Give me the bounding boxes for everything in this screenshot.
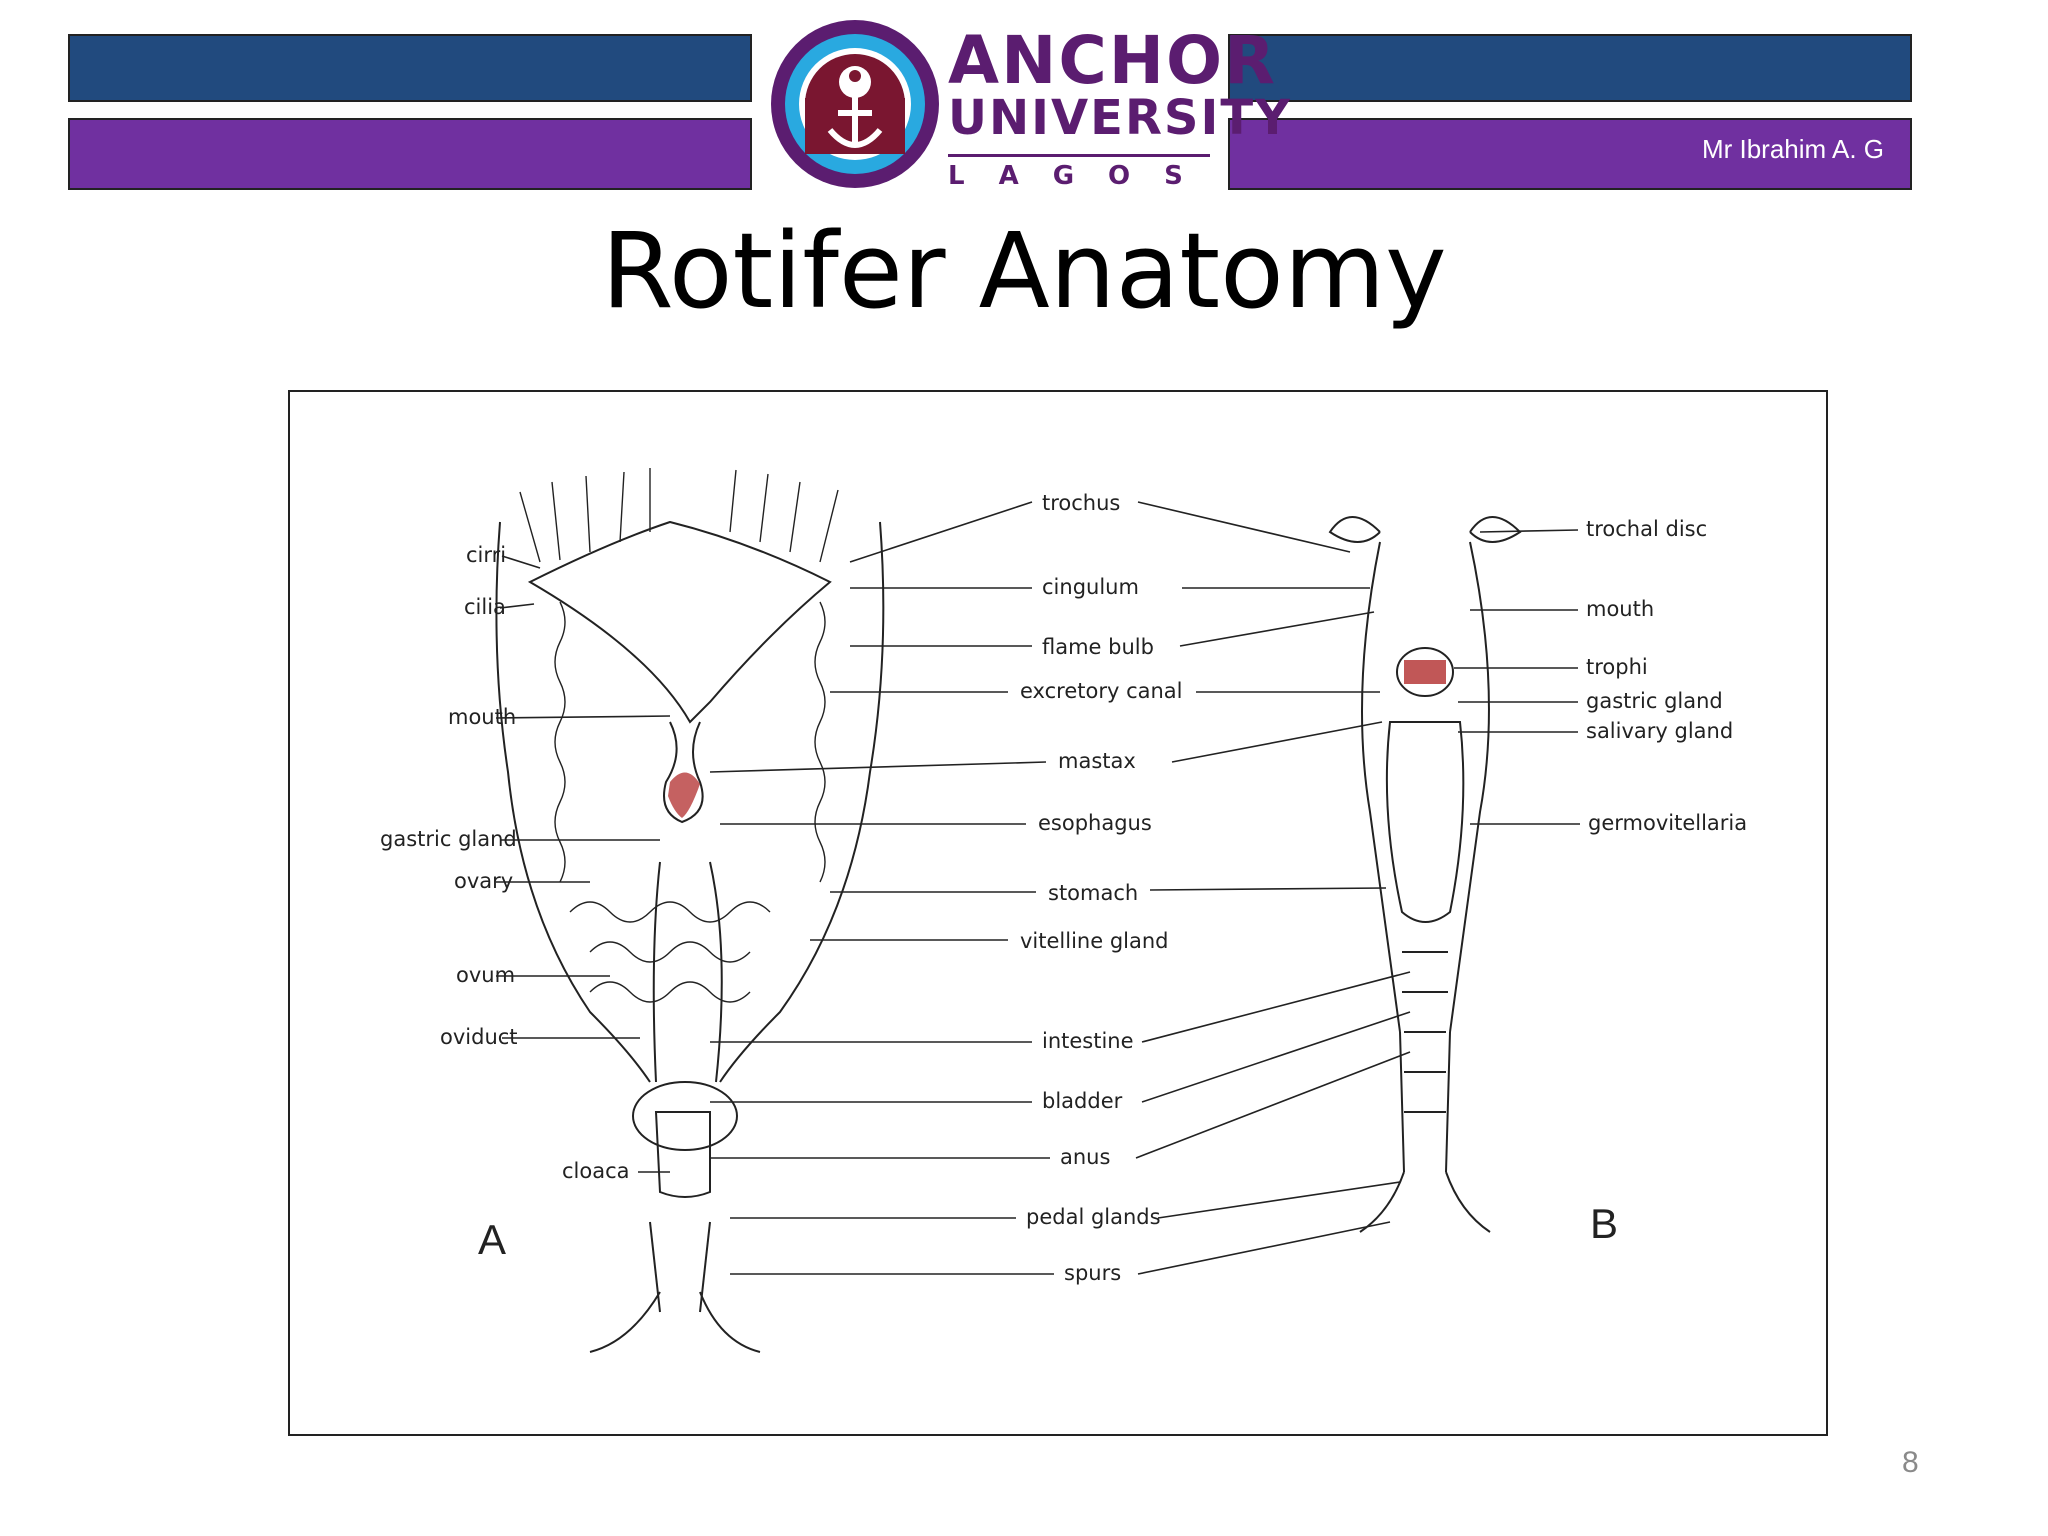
logo-word-anchor: ANCHOR: [948, 22, 1277, 99]
rotifer-drawing: [495, 468, 1580, 1353]
label-ovum: ovum: [456, 963, 516, 987]
university-seal-icon: [771, 20, 939, 188]
label-anus: anus: [1060, 1145, 1111, 1169]
label-cloaca: cloaca: [562, 1159, 630, 1183]
author-name: Mr Ibrahim A. G: [1701, 134, 1884, 164]
rotifer-anatomy-figure: cirri cilia mouth gastric gland ovary ov…: [288, 390, 1828, 1436]
label-germovitellaria: germovitellaria: [1588, 811, 1748, 835]
leader-line: [501, 555, 541, 569]
panel-letter-a: A: [478, 1216, 507, 1263]
slide-title: Rotifer Anatomy: [601, 210, 1447, 332]
header-band-blue-right: [1228, 34, 1912, 102]
label-excretory-canal: excretory canal: [1020, 679, 1183, 703]
leader-line: [1479, 529, 1579, 533]
leader-line: [1135, 1051, 1411, 1159]
header-band-purple-right: Mr Ibrahim A. G: [1228, 118, 1912, 190]
leader-line: [1157, 1181, 1401, 1219]
label-cilia: cilia: [464, 595, 506, 619]
leader-line: [1137, 1221, 1391, 1275]
leader-line: [1149, 887, 1387, 891]
logo-word-lagos: LAGOS: [948, 154, 1210, 191]
leader-line: [499, 603, 535, 609]
label-mastax: mastax: [1058, 749, 1136, 773]
label-pedal-glands: pedal glands: [1026, 1205, 1161, 1229]
panel-letter-b: B: [1590, 1200, 1619, 1247]
leader-line: [1141, 1011, 1411, 1103]
header-band-blue-left: [68, 34, 752, 102]
header-band-purple-left: [68, 118, 752, 190]
leader-line: [1141, 971, 1411, 1043]
label-mouth-b: mouth: [1586, 597, 1655, 621]
page-number: 8: [1902, 1446, 1919, 1479]
university-logo: ANCHOR UNIVERSITY LAGOS: [770, 12, 1290, 196]
label-trophi: trophi: [1586, 655, 1648, 679]
leader-line: [1171, 721, 1383, 763]
label-bladder: bladder: [1042, 1089, 1123, 1113]
label-oviduct: oviduct: [440, 1025, 518, 1049]
label-spurs: spurs: [1064, 1261, 1122, 1285]
label-stomach: stomach: [1048, 881, 1139, 905]
label-mouth-a: mouth: [448, 705, 517, 729]
leader-line: [709, 761, 1047, 773]
label-cirri: cirri: [466, 543, 507, 567]
label-trochal-disc: trochal disc: [1586, 517, 1708, 541]
label-flame-bulb: flame bulb: [1042, 635, 1154, 659]
label-cingulum: cingulum: [1042, 575, 1139, 599]
leader-line: [1179, 611, 1375, 647]
label-salivary-gland: salivary gland: [1586, 719, 1734, 743]
rotifer-a-body: [495, 520, 885, 1353]
leader-line: [1137, 501, 1351, 553]
label-intestine: intestine: [1042, 1029, 1134, 1053]
rotifer-b-body: [1328, 516, 1522, 1233]
label-esophagus: esophagus: [1038, 811, 1152, 835]
label-ovary: ovary: [454, 869, 514, 893]
logo-word-university: UNIVERSITY: [948, 90, 1292, 146]
label-vitelline-gland: vitelline gland: [1020, 929, 1169, 953]
label-gastric-gland-a: gastric gland: [380, 827, 517, 851]
leader-line: [849, 501, 1033, 563]
leader-line: [495, 715, 671, 719]
label-gastric-gland-b: gastric gland: [1586, 689, 1723, 713]
label-trochus: trochus: [1042, 491, 1121, 515]
